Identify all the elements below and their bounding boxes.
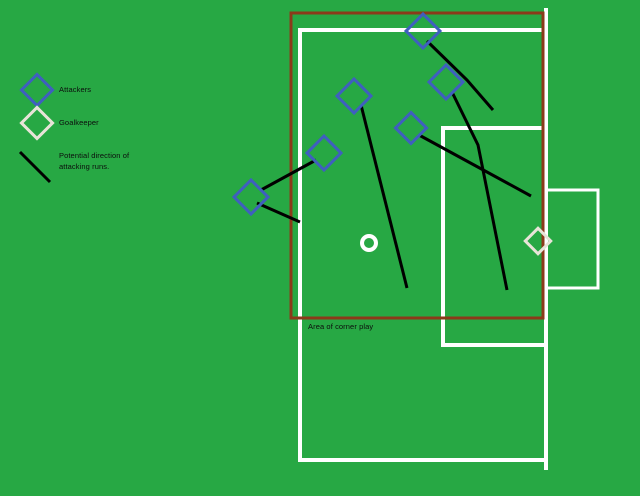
annotation-area-of-corner-play: Area of corner play [308, 322, 374, 331]
penalty-spot-icon [360, 234, 378, 252]
goalkeeper-marker[interactable] [523, 226, 553, 256]
run-line-from-upper-left-attacker [359, 104, 409, 289]
run-line-from-far-left-attacker [256, 201, 301, 224]
attacker-marker-left-inside[interactable] [304, 133, 344, 173]
legend-attacker-diamond-icon [19, 72, 55, 108]
legend-markers [18, 72, 55, 184]
legend-label-goalkeeper: Goalkeeper [59, 118, 99, 127]
legend-goalkeeper-diamond-icon [19, 105, 55, 141]
run-line-from-middle-attacker [418, 133, 532, 198]
run-line-from-top-attacker [425, 39, 495, 111]
legend-run-line-icon [18, 150, 52, 184]
attacker-marker-far-left-outside[interactable] [231, 177, 271, 217]
attacking-run-lines [256, 39, 532, 291]
attacker-marker-middle[interactable] [393, 110, 429, 146]
attacker-markers [231, 11, 466, 217]
run-line-from-upper-right-attacker [450, 91, 509, 291]
legend-label-attacking-runs: Potential direction of attacking runs. [59, 151, 130, 171]
pitch-markings [298, 8, 600, 470]
penalty-area-line [298, 28, 546, 462]
goal-net-box [548, 188, 600, 290]
attacker-marker-upper-right[interactable] [426, 62, 466, 102]
goalkeeper-diamond-icon[interactable] [523, 226, 553, 256]
legend-label-attackers: Attackers [59, 85, 92, 94]
area-of-corner-play-box [289, 11, 545, 320]
attacker-marker-top-center[interactable] [403, 11, 443, 51]
run-line-from-left-inside-attacker [260, 158, 317, 192]
attacker-marker-upper-left[interactable] [334, 76, 374, 116]
six-yard-box-line [441, 126, 546, 347]
